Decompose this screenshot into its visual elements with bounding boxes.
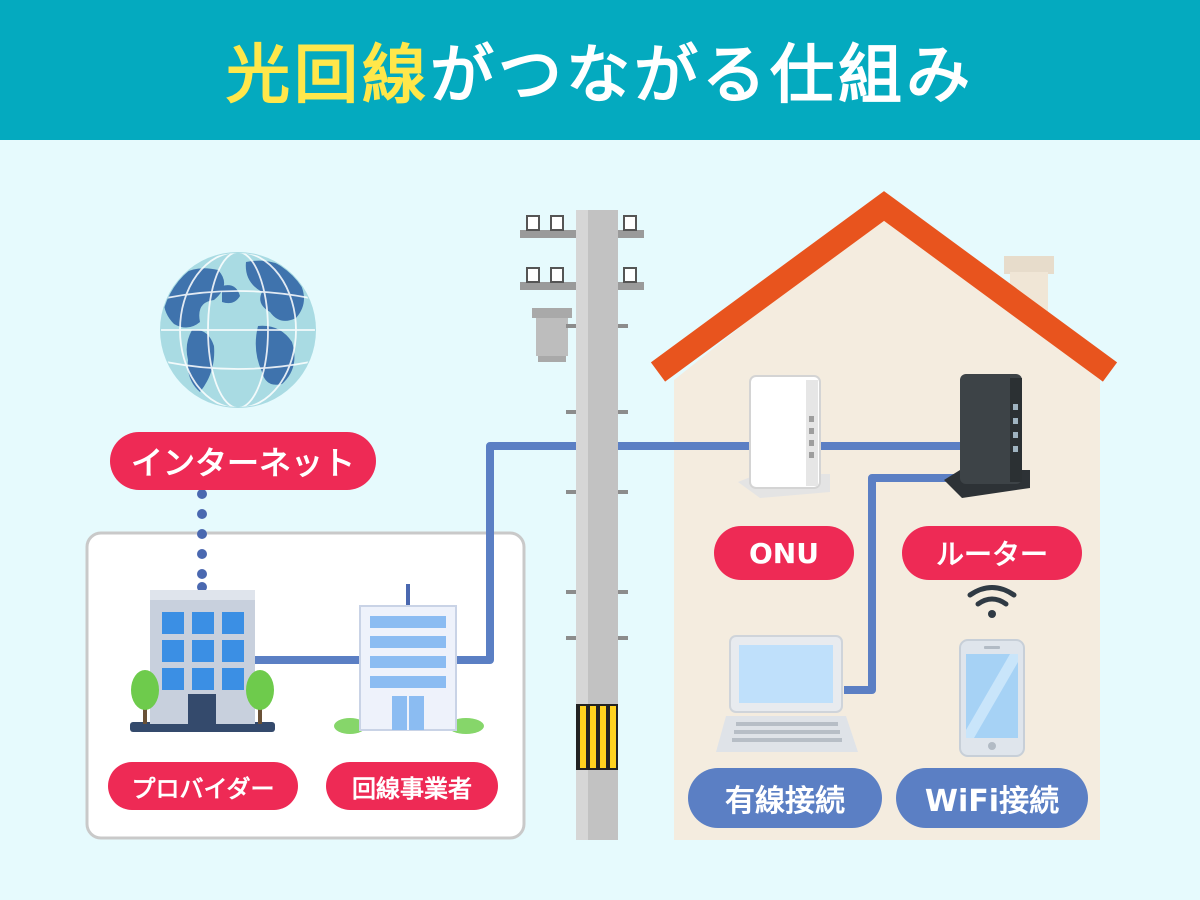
label-carrier: 回線事業者	[326, 762, 498, 810]
label-wifi-connection: WiFi接続	[896, 768, 1088, 828]
header-banner: 光回線がつながる仕組み	[0, 0, 1200, 140]
page-title: 光回線がつながる仕組み	[226, 24, 974, 116]
title-rest: がつながる仕組み	[430, 39, 974, 113]
router-device-icon	[944, 374, 1030, 498]
laptop-icon	[716, 635, 858, 752]
wifi-signal-icon	[967, 585, 1017, 618]
globe-icon	[160, 252, 316, 408]
office-building-icon	[130, 590, 275, 732]
label-internet: インターネット	[110, 432, 376, 490]
onu-device-icon	[738, 375, 830, 498]
utility-pole-icon	[520, 210, 644, 840]
lan-cable	[844, 474, 958, 694]
label-onu: ONU	[714, 526, 854, 580]
carrier-building-icon	[334, 584, 484, 734]
label-wired-connection: 有線接続	[688, 768, 882, 828]
smartphone-icon	[959, 639, 1025, 757]
dotted-connector	[197, 489, 207, 592]
title-highlight: 光回線	[226, 39, 430, 113]
label-router: ルーター	[902, 526, 1082, 580]
label-provider: プロバイダー	[108, 762, 298, 810]
